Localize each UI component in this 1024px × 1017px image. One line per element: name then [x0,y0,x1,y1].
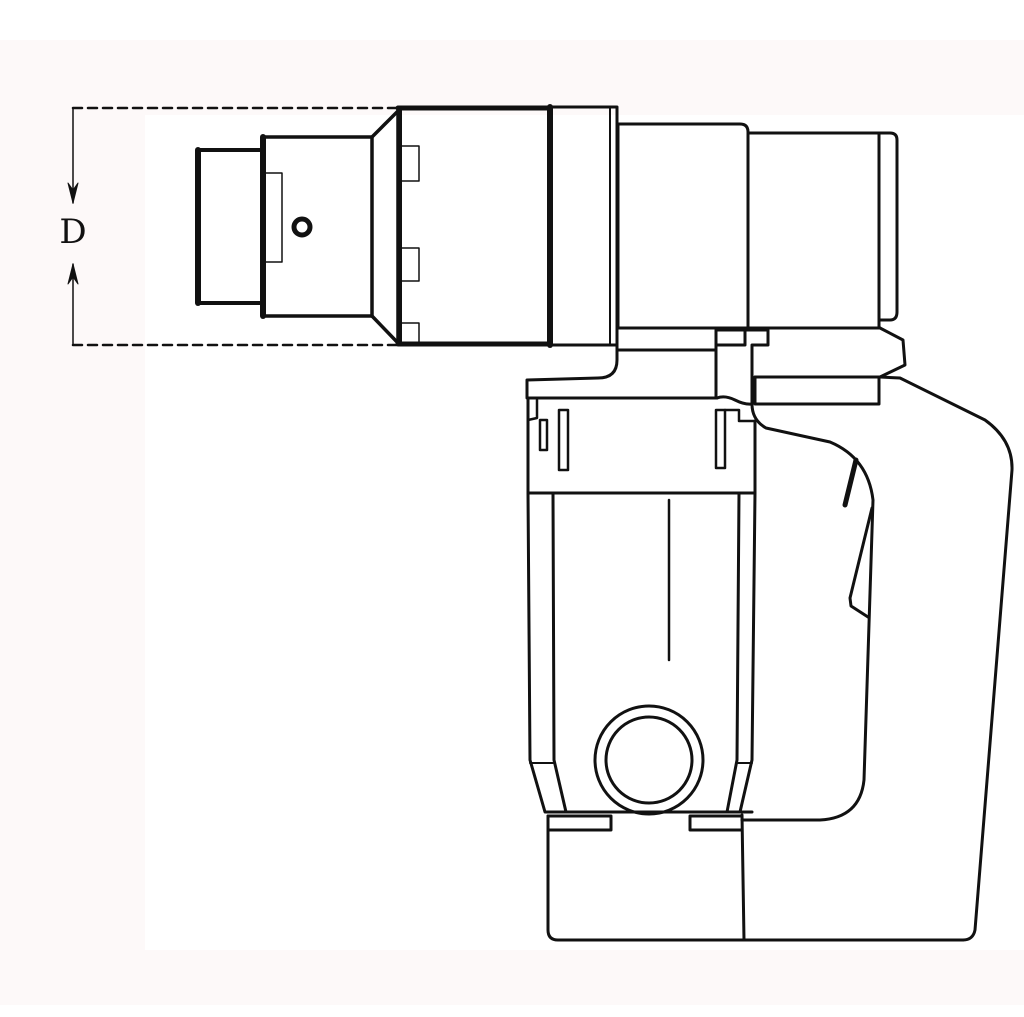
pin-hole [291,216,313,238]
dimension-d: D [59,106,400,347]
outer-ring [593,704,705,816]
inner-ring [604,715,694,805]
body-top-band [526,398,757,495]
motor-housing [616,122,899,330]
trigger [848,506,874,619]
battery-base [546,813,965,942]
trigger-mark [842,457,859,508]
drawing-area [145,115,1024,950]
arrow-down-icon [67,182,79,204]
dimension-label: D [59,212,86,252]
pistol-grip [740,375,1014,942]
neck-coupling [525,326,907,406]
socket-head [195,109,400,345]
arrow-up-icon [67,263,79,285]
gear-barrel [395,104,619,348]
lower-body [526,491,757,816]
